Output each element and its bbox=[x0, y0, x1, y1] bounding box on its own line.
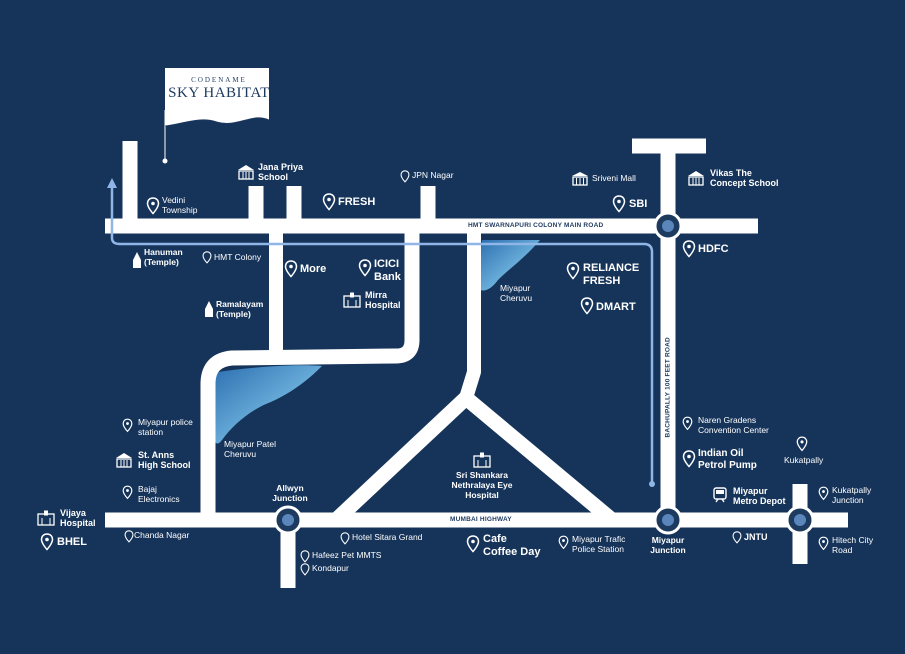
label-vikas: Vikas The Concept School bbox=[710, 168, 779, 189]
location-pin-icon bbox=[146, 197, 160, 215]
location-pin-icon bbox=[796, 436, 808, 452]
label-allwyn: Allwyn Junction bbox=[272, 483, 308, 503]
school-icon bbox=[238, 165, 254, 180]
location-pin-icon bbox=[322, 193, 336, 211]
label-shankara: Sri Shankara Nethralaya Eye Hospital bbox=[451, 470, 513, 500]
label-chanda-nagar: Chanda Nagar bbox=[134, 530, 190, 540]
hospital-icon bbox=[37, 510, 55, 526]
location-pin-icon bbox=[818, 486, 829, 501]
label-naren: Naren Gradens Convention Center bbox=[698, 415, 769, 435]
label-dmart: DMART bbox=[596, 301, 636, 313]
label-indian-oil: Indian Oil Petrol Pump bbox=[698, 448, 757, 471]
location-pin-icon bbox=[284, 260, 298, 278]
label-bajaj: Bajaj Electronics bbox=[138, 484, 180, 504]
location-pin-icon bbox=[732, 531, 742, 544]
label-vedini: Vedini Township bbox=[162, 195, 198, 215]
location-pin-icon bbox=[122, 418, 133, 433]
label-miyapur-junction: Miyapur Junction bbox=[650, 535, 686, 555]
metro-train-icon bbox=[713, 487, 727, 503]
patel-cheruvu-lake bbox=[214, 365, 322, 444]
miyapur-cheruvu-lake bbox=[480, 240, 540, 291]
road-label-highway: MUMBAI HIGHWAY bbox=[450, 516, 512, 523]
label-kukatpally-junction: Kukatpally Junction bbox=[832, 485, 872, 505]
location-pin-icon bbox=[124, 530, 134, 543]
label-more: More bbox=[300, 263, 327, 275]
label-hdfc: HDFC bbox=[698, 243, 729, 255]
location-pin-icon bbox=[466, 535, 480, 553]
label-bhel: BHEL bbox=[57, 536, 87, 548]
location-pin-icon bbox=[612, 195, 626, 213]
road-label-main: HMT SWARNAPURI COLONY MAIN ROAD bbox=[468, 222, 604, 229]
label-kukatpally: Kukatpally bbox=[784, 455, 824, 465]
location-pin-icon bbox=[122, 485, 133, 500]
label-police-station: Miyapur police station bbox=[138, 417, 193, 437]
label-jntu: JNTU bbox=[744, 532, 768, 542]
location-pin-icon bbox=[818, 536, 829, 551]
label-kondapur: Kondapur bbox=[312, 563, 349, 573]
label-hitech: Hitech City Road bbox=[832, 535, 874, 555]
label-hafeez: Hafeez Pet MMTS bbox=[312, 550, 382, 560]
label-st-anns: St. Anns High School bbox=[138, 450, 191, 471]
location-pin-icon bbox=[400, 170, 410, 183]
junction-markers bbox=[273, 211, 815, 535]
label-mirra: Mirra Hospital bbox=[365, 290, 401, 311]
road-label-100ft: BACHUPALLY 100 FEET ROAD bbox=[664, 337, 672, 438]
label-fresh: FRESH bbox=[338, 196, 376, 208]
location-pin-icon bbox=[358, 259, 372, 277]
location-pin-icon bbox=[40, 533, 54, 551]
location-pin-icon bbox=[340, 532, 350, 545]
label-ramalayam: Ramalayam (Temple) bbox=[216, 299, 264, 319]
hospital-icon bbox=[343, 292, 361, 308]
location-pin-icon bbox=[566, 262, 580, 280]
label-sriveni: Sriveni Mall bbox=[592, 173, 636, 183]
school-icon bbox=[688, 171, 704, 186]
label-hanuman: Hanuman (Temple) bbox=[144, 247, 183, 267]
label-traffic-police: Miyapur Trafic Police Station bbox=[572, 534, 626, 554]
label-reliance: RELIANCE FRESH bbox=[583, 262, 640, 287]
label-jpn-nagar: JPN Nagar bbox=[412, 170, 454, 180]
label-metro: Miyapur Metro Depot bbox=[733, 486, 786, 507]
route-line bbox=[110, 182, 654, 482]
location-pin-icon bbox=[682, 416, 693, 431]
label-vijaya: Vijaya Hospital bbox=[60, 508, 96, 529]
label-icici: ICICI Bank bbox=[374, 258, 401, 283]
logo-sky-habitat: SKY HABITAT bbox=[168, 85, 270, 101]
label-jana-priya: Jana Priya School bbox=[258, 162, 304, 183]
location-pin-icon bbox=[682, 450, 696, 468]
location-pin-icon bbox=[300, 550, 310, 563]
location-pin-icon bbox=[558, 535, 569, 550]
label-patel-cheruvu: Miyapur Patel Cheruvu bbox=[224, 439, 276, 459]
location-pin-icon bbox=[682, 240, 696, 258]
temple-icon bbox=[133, 252, 141, 268]
location-pin-icon bbox=[202, 251, 212, 264]
label-sbi: SBI bbox=[629, 198, 648, 210]
label-hmt-colony: HMT Colony bbox=[214, 252, 262, 262]
location-pin-icon bbox=[300, 563, 310, 576]
route-arrow bbox=[107, 178, 117, 188]
location-pin-icon bbox=[580, 297, 594, 315]
school-icon bbox=[116, 453, 132, 468]
hospital-icon bbox=[473, 452, 491, 468]
label-sitara: Hotel Sitara Grand bbox=[352, 532, 423, 542]
temple-icon bbox=[205, 301, 213, 317]
building-icon bbox=[572, 172, 588, 186]
label-miyapur-cheruvu: Miyapur Cheruvu bbox=[500, 283, 533, 303]
sky-habitat-logo: CODENAME SKY HABITAT bbox=[165, 68, 273, 130]
label-cafe: Cafe Coffee Day bbox=[483, 533, 541, 558]
logo-codename: CODENAME bbox=[191, 76, 247, 84]
